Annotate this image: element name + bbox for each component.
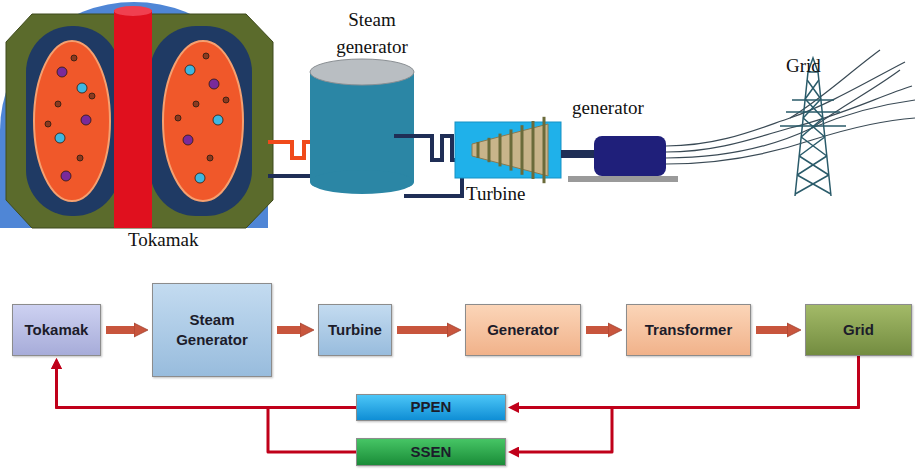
plasma-right <box>163 41 243 201</box>
central-solenoid <box>114 10 152 228</box>
generator-picture <box>568 136 678 182</box>
plasma-left <box>34 41 110 201</box>
tokamak-picture <box>0 2 273 228</box>
drum-top <box>310 59 414 85</box>
steam-generator-picture <box>310 59 414 194</box>
turbine-box: Turbine <box>318 304 392 356</box>
return-pipe <box>404 178 462 196</box>
hot-pipe <box>268 142 316 158</box>
steam-generator-box: Steam Generator <box>152 283 272 377</box>
feedback-line <box>519 356 859 452</box>
node-label: SSEN <box>405 442 458 462</box>
generator-box: Generator <box>465 304 581 356</box>
node-label: Generator <box>481 320 565 340</box>
node-label: Turbine <box>322 320 388 340</box>
transmission-lines <box>666 50 915 164</box>
plasma-particles <box>45 53 229 183</box>
node-label: Grid <box>837 320 880 340</box>
turbine-rotor <box>472 124 548 176</box>
flow-arrow <box>106 326 134 334</box>
generator-body <box>594 136 666 176</box>
drum-bottom <box>310 170 414 194</box>
flow-arrow <box>277 326 300 334</box>
shaft <box>561 150 597 158</box>
flow-arrow <box>397 326 447 334</box>
turbine-picture <box>455 117 561 183</box>
tokamak-label: Tokamak <box>128 226 198 253</box>
node-label: Steam Generator <box>153 310 271 351</box>
grid-label: Grid <box>786 52 821 79</box>
tokamak-box: Tokamak <box>12 304 101 356</box>
feedback-line <box>519 356 859 408</box>
turbine-label: Turbine <box>466 180 525 207</box>
ppen-box: PPEN <box>356 394 506 421</box>
grid-box: Grid <box>805 304 912 356</box>
feedback-line <box>57 369 357 452</box>
node-label: PPEN <box>405 397 458 417</box>
solenoid-top <box>114 6 152 16</box>
flow-arrow <box>756 326 787 334</box>
transformer-box: Transformer <box>626 304 751 356</box>
blanket-left <box>26 26 120 216</box>
generator-base <box>568 176 678 182</box>
flow-arrow <box>586 326 608 334</box>
node-label: Tokamak <box>19 320 95 340</box>
turbine-blades <box>478 117 544 183</box>
generator-label: generator <box>572 94 644 121</box>
steam-generator-label: Steam generator <box>322 6 422 60</box>
steam-drum <box>310 72 414 182</box>
node-label: Transformer <box>639 320 739 340</box>
pylon <box>780 58 846 196</box>
blanket-right <box>150 26 252 216</box>
ssen-box: SSEN <box>356 438 506 466</box>
